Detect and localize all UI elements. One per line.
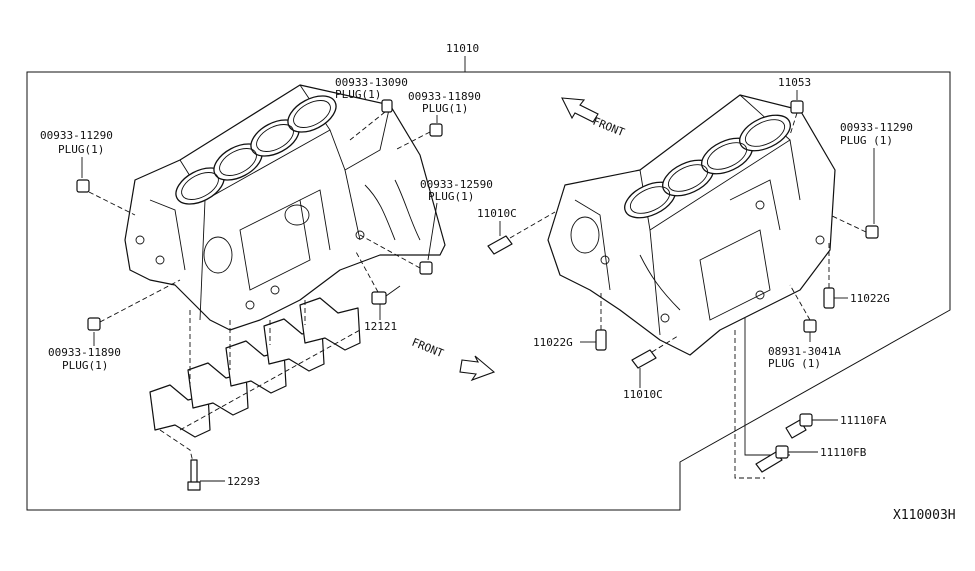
dowel-lower-dash [651,335,679,353]
plug-12590-dash [359,234,421,269]
bolt-fb-guide [734,330,765,479]
nut-11053-dash [789,112,798,136]
plug-12590[interactable] [419,261,433,275]
plug-13090[interactable] [381,99,393,113]
label-plug-left-top-part: 00933-11290 [40,129,113,142]
cap-align-dash [189,300,306,390]
label-plug-12590-part: 00933-12590 [420,178,493,191]
plug-08931-dash [789,284,811,321]
pin-11022g-right[interactable] [823,287,835,309]
plug-left-top[interactable] [76,179,90,193]
label-plug-right-top-part: 00933-11290 [840,121,913,134]
plug-left-top-dash [88,191,136,216]
label-plug-08931-part: 08931-3041A [768,345,841,358]
label-plug-11890-top-qty: PLUG(1) [422,102,468,115]
label-plug-12590-qty: PLUG(1) [428,190,474,203]
label-plug-right-top-qty: PLUG (1) [840,134,893,147]
assembly-frame [26,71,951,511]
label-11010c-lower: 11010C [623,388,663,401]
label-11053: 11053 [778,76,811,89]
label-11022g-left: 11022G [533,336,573,349]
label-11022g-right: 11022G [850,292,890,305]
plug-right-top[interactable] [865,225,879,239]
bolt-11110fa[interactable] [785,413,813,439]
plug-11890-bottom[interactable] [87,317,101,331]
label-12121: 12121 [364,320,397,333]
cap-row-dash [179,329,361,431]
label-plug-08931-qty: PLUG (1) [768,357,821,370]
front-arrow-upper [561,97,599,123]
plug-11890-top-dash [394,131,431,151]
label-plug-left-top-qty: PLUG(1) [58,143,104,156]
diagram-reference: X110003H [893,508,956,523]
dowel-11010c-lower[interactable] [631,349,657,369]
label-plug-13090-part: 00933-13090 [335,76,408,89]
bolt-11110fb[interactable] [755,445,789,473]
main-part-number: 11010 [446,42,479,55]
label-plug-11890-bottom-part: 00933-11890 [48,346,121,359]
label-plug-11890-top-part: 00933-11890 [408,90,481,103]
dowel-upper-dash [509,211,556,239]
label-plug-11890-bottom-qty: PLUG(1) [62,359,108,372]
front-label-upper: FRONT [591,115,627,140]
plug-11890-bottom-dash [99,279,181,323]
plug-right-top-dash [829,214,867,233]
label-plug-13090-qty: PLUG(1) [335,88,381,101]
front-arrow-lower [459,355,496,382]
plug-08931[interactable] [803,319,817,333]
front-label-lower: FRONT [410,336,446,361]
pin-11022g-left[interactable] [595,329,607,351]
label-11010c-upper: 11010C [477,207,517,220]
label-11110fb: 11110FB [820,446,867,459]
leader-plug-12590 [427,202,438,261]
cap-bolt-dash [159,429,196,471]
plug-11890-top[interactable] [429,123,443,137]
label-11110fa: 11110FA [840,414,887,427]
sensor-12121[interactable] [371,285,401,305]
cylinder-block-right[interactable] [547,94,836,356]
cap-bolt-12293[interactable] [187,459,201,491]
nut-11053[interactable] [790,100,804,114]
label-12293: 12293 [227,475,260,488]
dowel-11010c-upper[interactable] [487,235,513,255]
bolt-fa-guide [744,318,790,456]
cylinder-block-left[interactable] [124,84,446,331]
